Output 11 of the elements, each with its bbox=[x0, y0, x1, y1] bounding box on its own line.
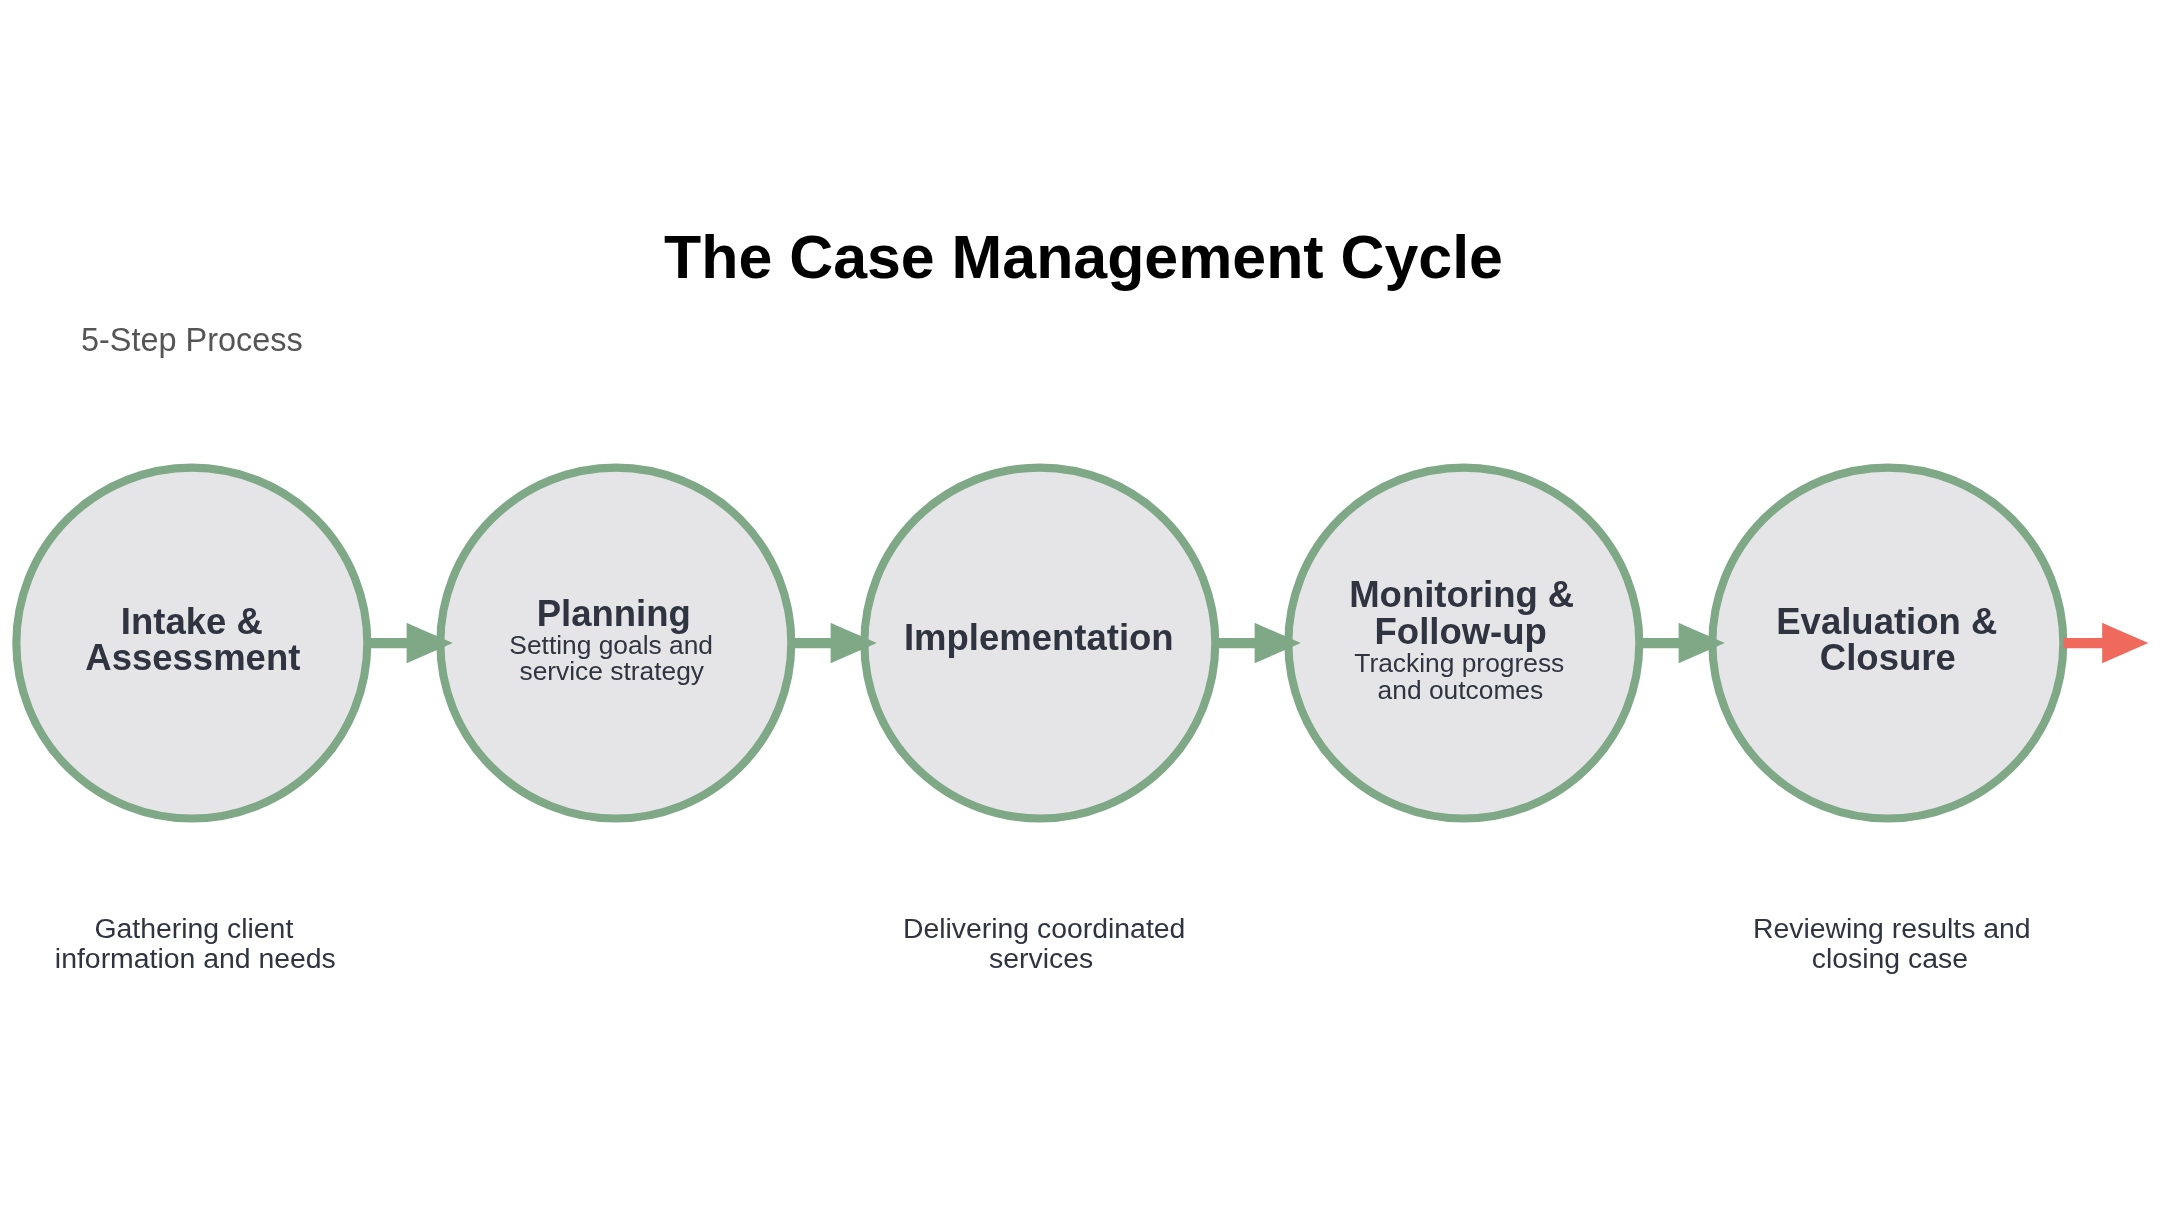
arrow bbox=[2063, 622, 2149, 663]
label: 5-Step Process bbox=[80, 321, 303, 358]
node-circle: Monitoring & Follow-up Tracking progress and outcomes bbox=[1284, 463, 1644, 823]
node-circle: Intake & Assessment bbox=[12, 463, 372, 823]
node-label: Delivering coordinated services bbox=[902, 911, 1186, 974]
node-circle: Implementation bbox=[860, 463, 1220, 823]
node-label: Reviewing results and closing case bbox=[1752, 911, 2031, 974]
node-circle: Evaluation & Closure bbox=[1708, 463, 2068, 823]
diagram-title: The Case Management Cycle bbox=[664, 222, 1503, 291]
node-label: Gathering client information and needs bbox=[54, 911, 336, 974]
node-circle: Planning Setting goals and service strategy bbox=[436, 463, 796, 823]
